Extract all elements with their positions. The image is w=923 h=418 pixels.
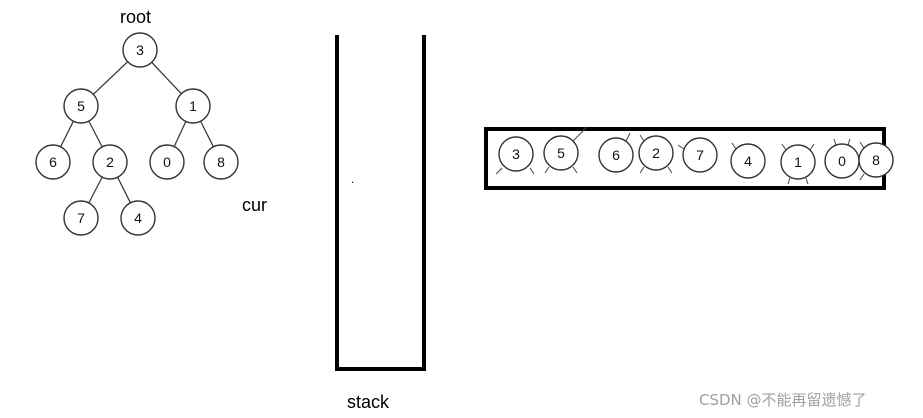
sequence-node: 6	[598, 132, 634, 173]
sequence-node: 5	[543, 126, 588, 174]
tree-node: 8	[203, 144, 239, 180]
traversal-sequence: 3 5 6 2 7 4 1 0 8	[495, 126, 894, 185]
sequence-node-circle	[730, 143, 766, 179]
root-label: root	[120, 7, 151, 27]
tree-node-circle	[203, 144, 239, 180]
sequence-node-value: 3	[512, 146, 520, 162]
sequence-node-value: 2	[652, 145, 660, 161]
sequence-edge-stub	[625, 132, 631, 142]
sequence-edge-stub	[639, 166, 645, 174]
sequence-node-value: 7	[696, 147, 704, 163]
cur-label: cur	[242, 195, 267, 215]
sequence-node: 3	[495, 136, 535, 175]
tree-node-circle	[149, 144, 185, 180]
sequence-edge-stub	[833, 138, 837, 146]
sequence-node: 7	[677, 137, 718, 173]
sequence-edge-stub	[544, 166, 550, 174]
tree-node-value: 1	[189, 98, 197, 114]
sequence-edge-stub	[572, 126, 588, 142]
sequence-node-circle	[858, 142, 894, 178]
watermark: CSDN @不能再留遗憾了	[699, 391, 867, 409]
tree-edge	[92, 61, 129, 95]
tree-edge	[88, 176, 103, 204]
tree-node: 7	[63, 200, 99, 236]
tree-edge	[88, 120, 103, 148]
sequence-edge-stub	[639, 134, 645, 142]
sequence-edge-stub	[677, 144, 685, 150]
sequence-node-circle	[498, 136, 534, 172]
sequence-edge-stub	[781, 143, 787, 151]
tree-node-value: 3	[136, 42, 144, 58]
tree-node: 6	[35, 144, 71, 180]
sequence-node: 0	[824, 138, 860, 179]
tree-edge	[200, 120, 214, 148]
tree-edge	[60, 120, 74, 148]
tree-node-value: 2	[106, 154, 114, 170]
tree-node-circle	[175, 88, 211, 124]
tree-node-value: 8	[217, 154, 225, 170]
tree-node-value: 0	[163, 154, 171, 170]
tree-node-circle	[35, 144, 71, 180]
sequence-edge-stub	[667, 166, 673, 174]
tree-node: 4	[120, 200, 156, 236]
tree-node: 5	[63, 88, 99, 124]
sequence-node: 1	[780, 143, 816, 185]
sequence-edge-stub	[859, 173, 865, 181]
tree-node-value: 7	[77, 210, 85, 226]
tree-node-circle	[63, 200, 99, 236]
stack-dot: .	[351, 172, 354, 186]
tree-node-circle	[120, 200, 156, 236]
sequence-node-circle	[638, 135, 674, 171]
stack-label: stack	[347, 392, 390, 412]
sequence-edge-stub	[859, 141, 865, 149]
sequence-node-value: 0	[838, 153, 846, 169]
sequence-node: 4	[730, 142, 766, 179]
sequence-node-circle	[598, 137, 634, 173]
tree-node: 3	[122, 32, 158, 68]
tree-node: 2	[92, 144, 128, 180]
tree-node-circle	[92, 144, 128, 180]
sequence-edge-stub	[805, 177, 809, 185]
sequence-node-circle	[543, 135, 579, 171]
sequence-edge-stub	[529, 167, 535, 175]
tree-node-circle	[122, 32, 158, 68]
sequence-edge-stub	[731, 142, 737, 150]
tree-node: 0	[149, 144, 185, 180]
tree-edge	[173, 121, 187, 147]
sequence-edge-stub	[572, 166, 578, 174]
sequence-node: 2	[638, 134, 674, 174]
sequence-node-circle	[780, 144, 816, 180]
sequence-node-value: 6	[612, 147, 620, 163]
sequence-node-value: 8	[872, 152, 880, 168]
sequence-node-value: 4	[744, 153, 752, 169]
sequence-node-value: 5	[557, 145, 565, 161]
sequence-node-circle	[682, 137, 718, 173]
sequence-node: 8	[858, 141, 894, 181]
tree-node: 1	[175, 88, 211, 124]
sequence-edge-stub	[809, 143, 815, 151]
sequence-edge-stub	[495, 167, 503, 175]
tree-edges	[60, 61, 214, 204]
sequence-node-value: 1	[794, 154, 802, 170]
tree-node-value: 4	[134, 210, 142, 226]
stack-container	[335, 35, 426, 371]
tree-edge	[117, 176, 131, 204]
tree-node-value: 5	[77, 98, 85, 114]
tree-node-circle	[63, 88, 99, 124]
sequence-edge-stub	[787, 177, 791, 185]
tree-node-value: 6	[49, 154, 57, 170]
binary-tree: 3 5 1 6 2 0 8 7 4	[35, 32, 239, 236]
sequence-edge-stub	[847, 138, 851, 146]
tree-edge	[151, 61, 182, 95]
